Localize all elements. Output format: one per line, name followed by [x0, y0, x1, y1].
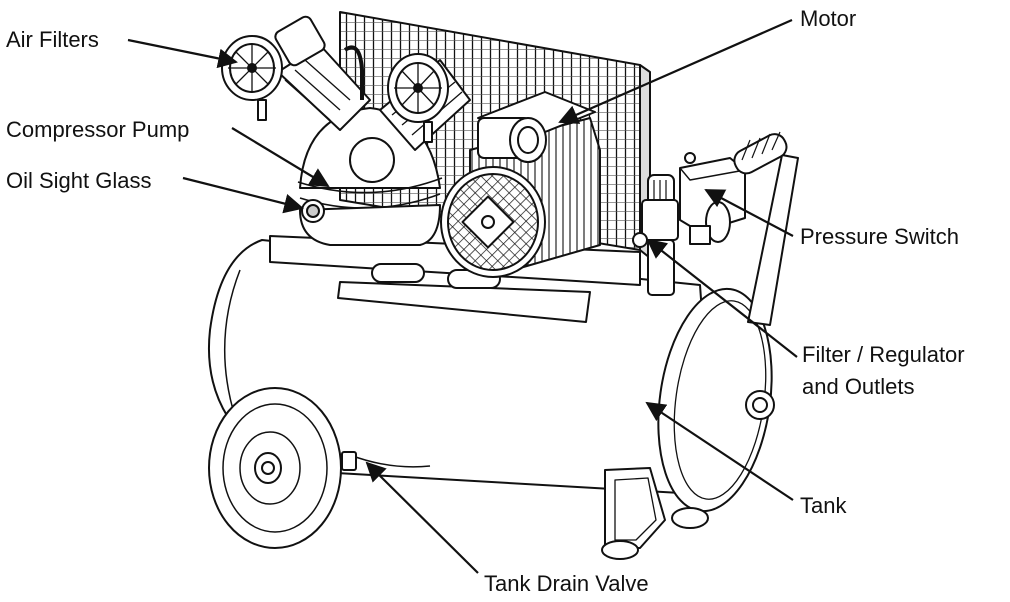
air-filter-right [387, 53, 449, 143]
label-air-filters: Air Filters [6, 27, 99, 52]
label-compressor-pump: Compressor Pump [6, 117, 189, 142]
motor-fan-cover [440, 166, 546, 278]
drain-valve [341, 451, 357, 471]
leader-tank [645, 401, 794, 501]
leader-oil-sight-glass [182, 176, 304, 214]
air-filter-left [221, 35, 283, 121]
tank-foot [601, 467, 709, 560]
label-tank: Tank [800, 493, 847, 518]
leader-air-filters [127, 38, 238, 69]
compressor-illustration [208, 11, 799, 560]
label-oil-sight-glass: Oil Sight Glass [6, 168, 152, 193]
leader-pressure-switch [704, 189, 794, 237]
label-tank-drain-valve: Tank Drain Valve [484, 571, 649, 596]
handle [733, 131, 799, 326]
leader-filter-regulator [646, 238, 798, 358]
leader-lines [127, 18, 798, 574]
leader-motor [558, 18, 793, 124]
wheel [208, 387, 342, 549]
labels: Air Filters Compressor Pump Oil Sight Gl… [6, 6, 965, 596]
leader-tank-drain-valve [365, 461, 479, 574]
oil-sight-glass [301, 199, 325, 223]
label-pressure-switch: Pressure Switch [800, 224, 959, 249]
leader-compressor-pump [231, 127, 330, 188]
label-filter-regulator-line1: Filter / Regulator [802, 342, 965, 367]
label-filter-regulator-line2: and Outlets [802, 374, 915, 399]
label-motor: Motor [800, 6, 856, 31]
